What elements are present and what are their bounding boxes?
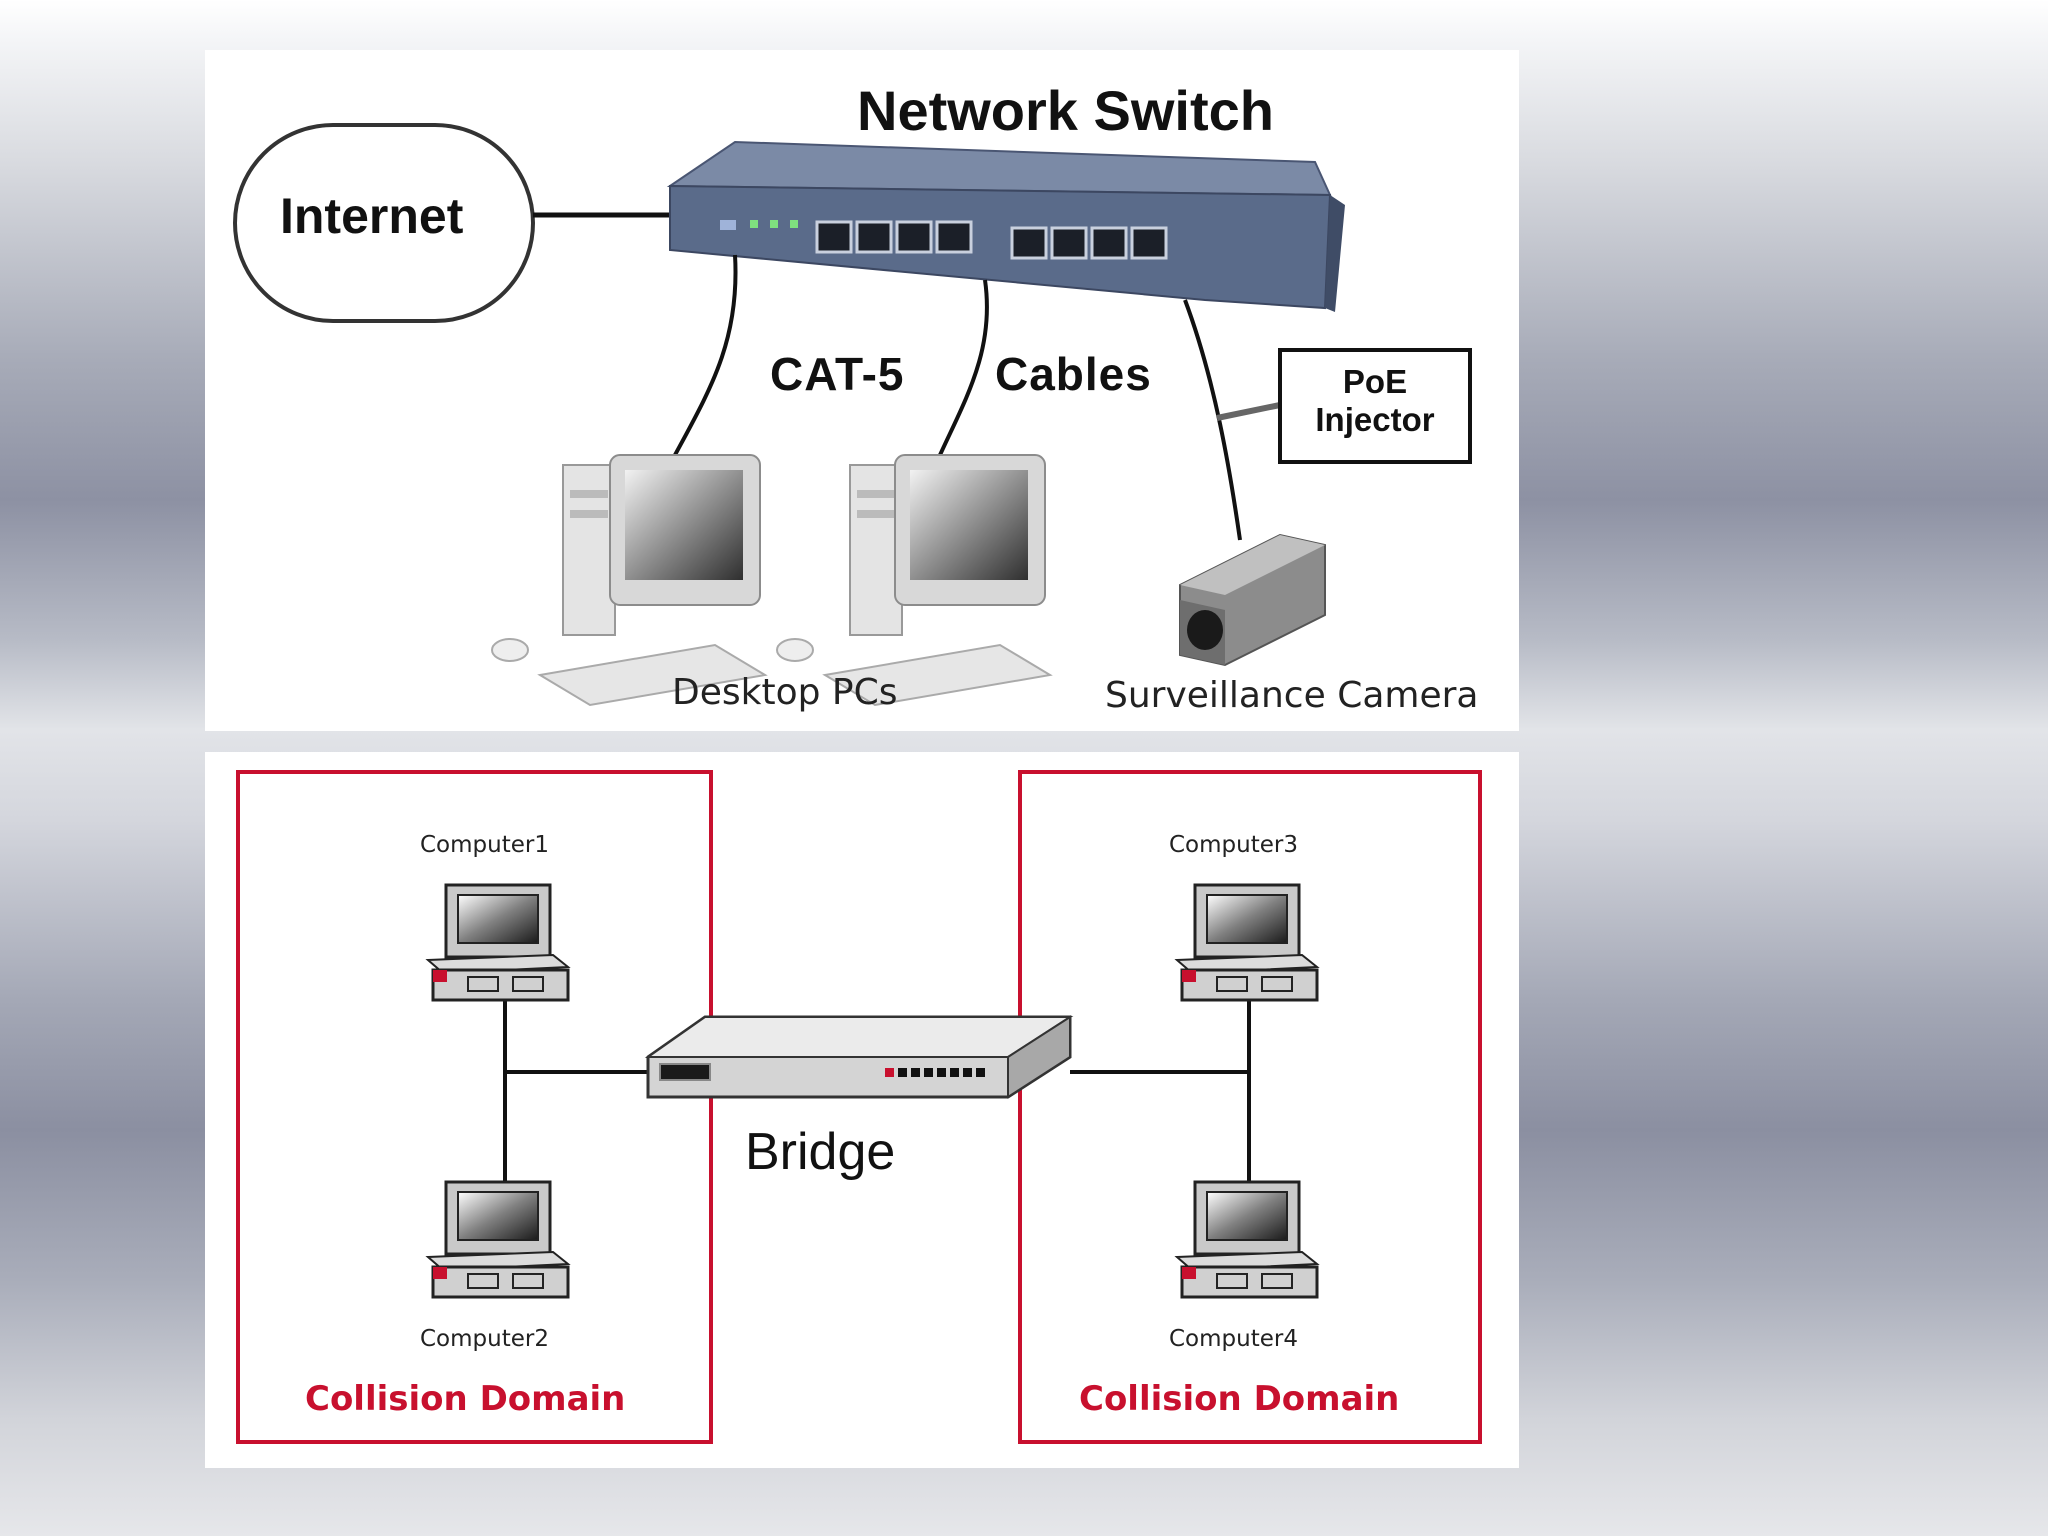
poe-injector-label: PoE Injector bbox=[1285, 363, 1465, 439]
collision-domain-right-box bbox=[1018, 770, 1482, 1444]
bridge-diagram-graphics bbox=[236, 770, 1482, 1444]
cable-pc1 bbox=[673, 254, 738, 456]
surveillance-camera-caption: Surveillance Camera bbox=[1105, 675, 1479, 716]
surveillance-camera bbox=[1179, 533, 1326, 667]
switch-diagram-graphics bbox=[233, 123, 1472, 707]
cable-camera bbox=[1183, 299, 1242, 541]
cable-poe bbox=[1216, 402, 1281, 421]
desktop-pc-2 bbox=[776, 454, 1053, 707]
bridge-label: Bridge bbox=[745, 1123, 896, 1181]
desktop-pc-1 bbox=[491, 454, 768, 707]
computer3-icon bbox=[1174, 883, 1320, 1002]
cables-label: Cables bbox=[995, 348, 1152, 400]
desktop-pcs-caption: Desktop PCs bbox=[672, 672, 898, 713]
internet-label: Internet bbox=[280, 188, 464, 244]
poe-injector-box bbox=[1278, 348, 1472, 464]
computer4-label: Computer4 bbox=[1169, 1326, 1298, 1352]
collision-domain-left-box bbox=[236, 770, 713, 1444]
collision-domain-left-label: Collision Domain bbox=[305, 1379, 626, 1419]
computer4-icon bbox=[1174, 1180, 1320, 1299]
network-switch-diagram: Network Switch Internet CAT-5 Cables PoE… bbox=[205, 50, 1519, 731]
internet-cloud bbox=[233, 123, 535, 323]
cat5-label: CAT-5 bbox=[770, 348, 905, 400]
computer1-label: Computer1 bbox=[420, 832, 549, 858]
computer3-label: Computer3 bbox=[1169, 832, 1298, 858]
network-switch-device bbox=[666, 140, 1345, 312]
computer1-icon bbox=[425, 883, 571, 1002]
poe-label-line2: Injector bbox=[1315, 401, 1435, 438]
bridge-device bbox=[644, 1015, 1074, 1099]
computer2-label: Computer2 bbox=[420, 1326, 549, 1352]
cable-pc2 bbox=[938, 279, 989, 456]
collision-domain-right-label: Collision Domain bbox=[1079, 1379, 1400, 1419]
network-switch-title: Network Switch bbox=[857, 79, 1274, 142]
computer2-icon bbox=[425, 1180, 571, 1299]
bridge-diagram: Computer1 Computer2 Computer3 Computer4 … bbox=[205, 752, 1519, 1468]
poe-label-line1: PoE bbox=[1342, 363, 1408, 400]
